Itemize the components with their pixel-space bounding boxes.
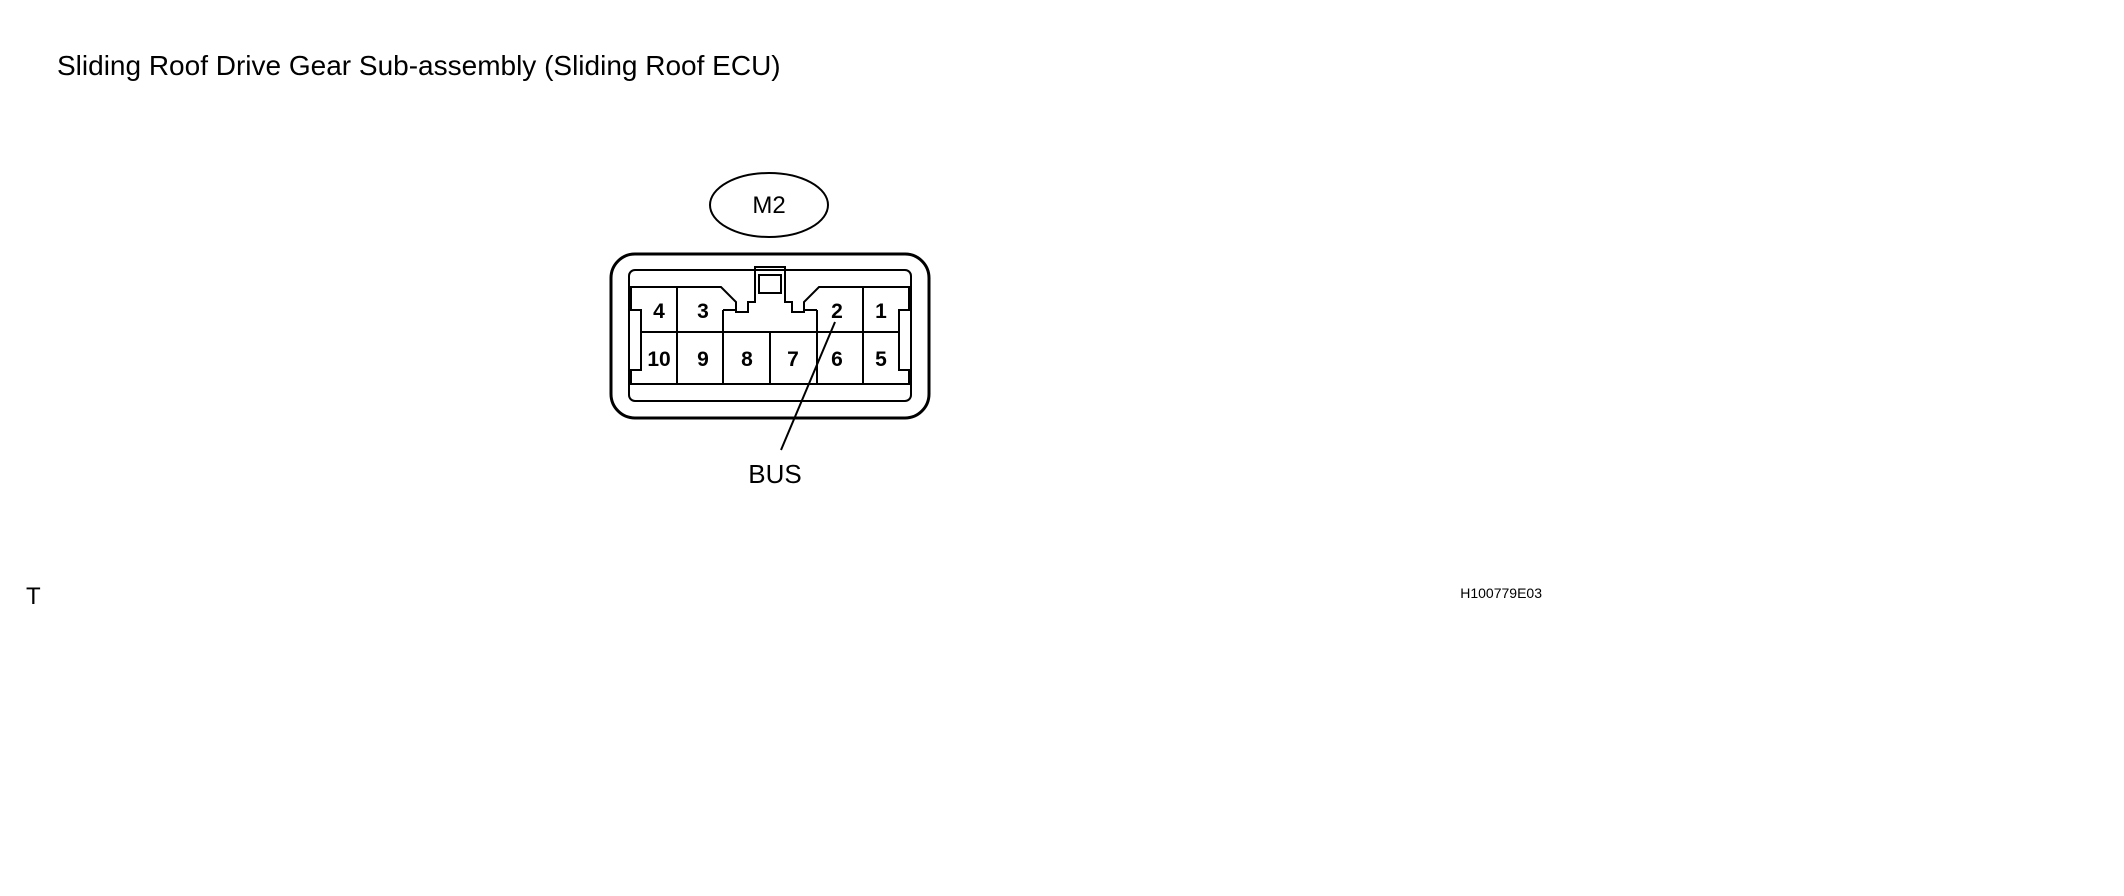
pin-number-1: 1 [875, 300, 887, 323]
diagram-title: Sliding Roof Drive Gear Sub-assembly (Sl… [57, 50, 781, 81]
corner-mark: T [26, 583, 41, 610]
pin-number-9: 9 [697, 348, 709, 371]
bus-leader-line [780, 321, 836, 451]
pin-number-3: 3 [697, 300, 709, 323]
connector-lock-tab [758, 274, 782, 294]
connector-code: M2 [752, 192, 785, 219]
connector-housing-inner [628, 269, 912, 402]
connector-diagram: M2 4 3 2 1 10 9 8 7 6 5 BUS [609, 172, 931, 489]
connector-code-oval [709, 172, 829, 238]
pin-number-7: 7 [787, 348, 799, 371]
pin-cavity-outline [630, 266, 910, 385]
connector-housing-outer [609, 252, 931, 420]
bus-label: BUS [748, 459, 801, 489]
pin-number-8: 8 [741, 348, 753, 371]
pin-number-5: 5 [875, 348, 887, 371]
pin-number-10: 10 [647, 348, 670, 371]
pin-number-2: 2 [831, 300, 843, 323]
pin-number-6: 6 [831, 348, 843, 371]
pin-number-4: 4 [653, 300, 665, 323]
figure-code: H100779E03 [1460, 585, 1542, 601]
page: Sliding Roof Drive Gear Sub-assembly (Sl… [26, 50, 1542, 610]
